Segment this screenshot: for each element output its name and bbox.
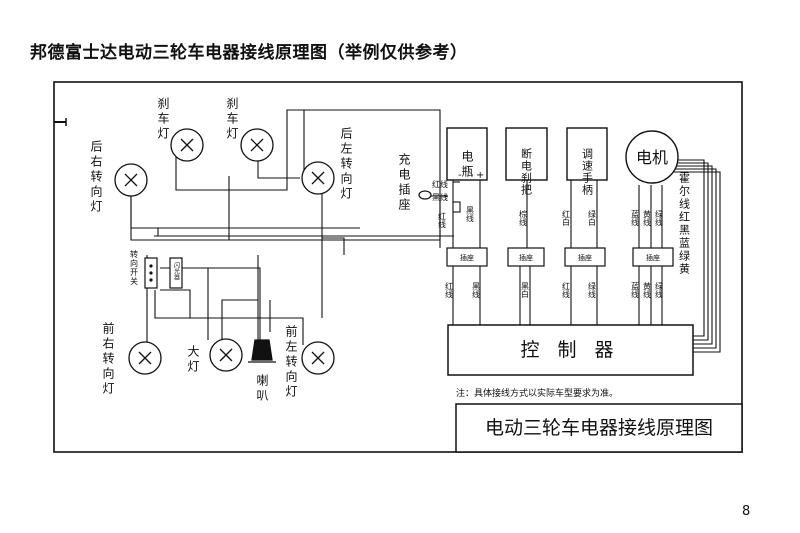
headlight-lamp: [209, 338, 243, 372]
lower-motor-green: 绿线: [655, 282, 664, 298]
lower-batt-red: 红线: [445, 281, 454, 298]
label-controller: 控 制 器: [520, 339, 619, 361]
lamp-symbols: [114, 128, 335, 375]
label-cutoff-handle: 断电刹把: [520, 147, 533, 196]
horn-icon: [248, 339, 276, 363]
wire-motor-yellow: 黄线: [643, 209, 652, 226]
page-number: 8: [742, 504, 751, 519]
wire-charge-black: 黑线: [432, 192, 448, 202]
socket-label-1: 插座: [460, 253, 474, 262]
label-rear-right-turn: 后右转向灯: [89, 140, 103, 215]
socket-label-2: 插座: [519, 253, 533, 262]
flasher-box: [169, 257, 183, 289]
lower-speed-green: 绿线: [588, 282, 597, 298]
lower-batt-black: 黑线: [472, 282, 481, 298]
label-hall-wires: 霍尔线红黑蓝绿黄: [678, 172, 691, 276]
label-charge-socket: 充电插座: [397, 152, 411, 213]
battery-box: [446, 127, 488, 181]
motor-circle: [625, 130, 679, 184]
diagram-note: 注：具体接线方式以实际车型要求为准。: [456, 387, 618, 399]
label-headlight: 大灯: [186, 345, 200, 375]
label-battery: 电瓶: [460, 150, 474, 180]
battery-plus: +: [476, 170, 484, 181]
caption-box: [455, 403, 743, 453]
socket-cutoff: [507, 247, 545, 267]
rear-right-turn-lamp: [114, 163, 148, 197]
charge-socket: [418, 190, 461, 213]
socket-speed: [564, 247, 606, 267]
brake-lamp-1: [170, 128, 204, 162]
socket-battery: [446, 247, 488, 267]
wires: [130, 109, 721, 353]
label-turn-switch: 转向开关: [130, 249, 139, 286]
socket-label-4: 插座: [646, 253, 660, 262]
wire-speed-green-white: 绿白: [588, 210, 597, 227]
controller-box: [447, 324, 694, 376]
label-rear-left-turn: 后左转向灯: [339, 127, 353, 202]
rear-left-turn-lamp: [301, 161, 335, 195]
label-brake-2: 刹车灯: [225, 97, 239, 142]
page-title: 邦德富士达电动三轮车电器接线原理图（举例仅供参考）: [30, 43, 468, 63]
brake-lamp-2: [240, 128, 274, 162]
socket-row: [446, 247, 674, 267]
label-motor: 电机: [636, 148, 668, 167]
wire-motor-blue: 蓝线: [631, 209, 640, 226]
label-speed-handle: 调速手柄: [581, 148, 594, 196]
label-flasher: 闪光器: [173, 261, 180, 281]
diagram-caption: 电动三轮车电器接线原理图: [485, 417, 713, 439]
component-boxes: [446, 127, 679, 184]
label-horn: 喇叭: [255, 373, 269, 404]
lower-speed-red: 红线: [562, 281, 571, 298]
wire-motor-green: 绿线: [655, 210, 664, 226]
lower-motor-blue: 蓝线: [631, 281, 640, 298]
socket-motor: [632, 247, 674, 267]
battery-minus: -: [458, 170, 462, 181]
lower-motor-yellow: 黄线: [643, 281, 652, 298]
cutoff-handle-box: [505, 127, 548, 181]
label-front-right-turn: 前右转向灯: [101, 321, 115, 397]
wire-batt-black: 黑线: [466, 206, 475, 222]
wire-charge-red: 红线: [432, 179, 448, 189]
wire-cutoff-brown: 棕线: [519, 209, 528, 226]
wire-batt-red: 红线: [438, 211, 447, 228]
front-left-turn-lamp: [301, 341, 335, 375]
label-front-left-turn: 前左转向灯: [284, 324, 298, 400]
diagram-frame: [53, 81, 743, 453]
lower-cutoff-black: 黑白: [521, 282, 530, 299]
label-brake-1: 刹车灯: [156, 97, 170, 142]
socket-label-3: 插座: [578, 253, 592, 262]
wire-speed-red-white: 红白: [562, 209, 571, 227]
front-right-turn-lamp: [128, 341, 162, 375]
speed-handle-box: [566, 127, 608, 181]
